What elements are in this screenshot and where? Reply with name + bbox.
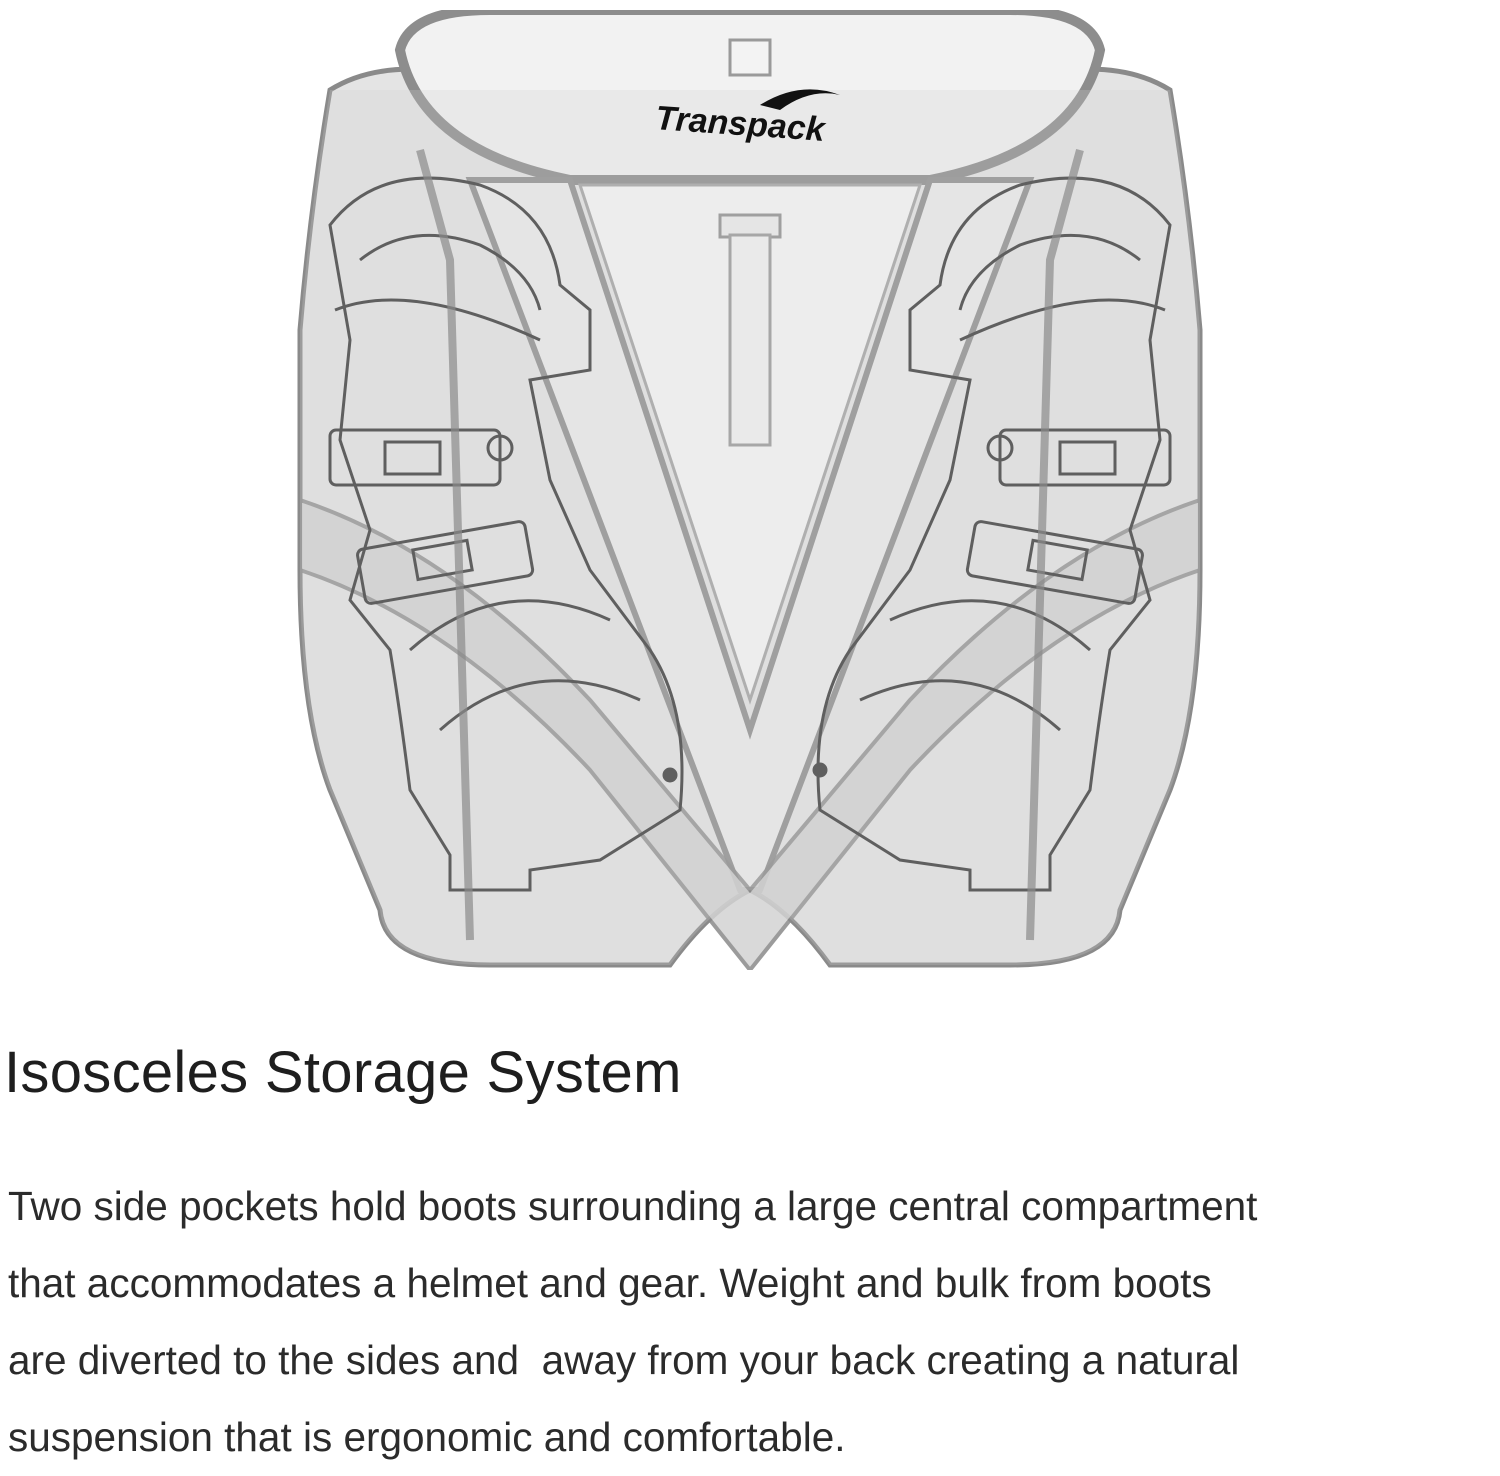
right-boot [812, 176, 1172, 892]
bag-lower-band [298, 497, 1202, 970]
description-line: that accommodates a helmet and gear. Wei… [8, 1260, 1212, 1306]
description-paragraph: Two side pockets hold boots surrounding … [8, 1168, 1498, 1476]
description-line: suspension that is ergonomic and comfort… [8, 1414, 846, 1460]
section-heading: Isosceles Storage System [4, 1040, 682, 1105]
boot-bag-illustration: Transpack [290, 10, 1210, 970]
description-line: Two side pockets hold boots surrounding … [8, 1183, 1258, 1229]
description-line: are diverted to the sides and away from … [8, 1337, 1240, 1383]
bag-top-rim [394, 10, 1106, 185]
boot-bag-diagram-icon: Transpack [297, 10, 1203, 970]
left-boot [328, 176, 684, 892]
